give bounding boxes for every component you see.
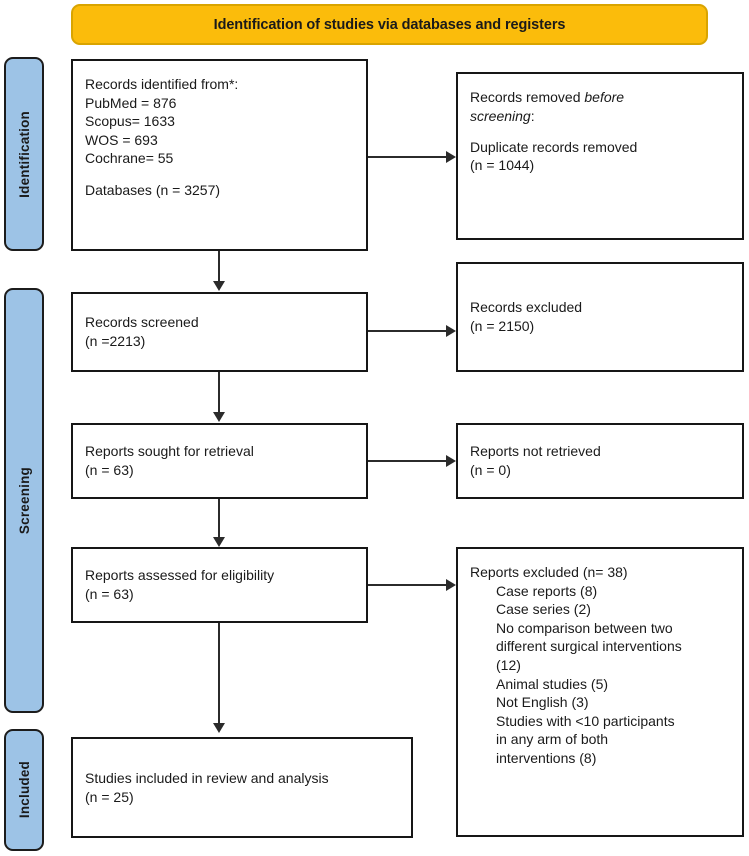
- arrowhead-screened-to-sought: [213, 412, 225, 422]
- reports-assessed-line-1: Reports assessed for eligibility: [85, 567, 275, 584]
- reports-excluded-reason-2: Case series (2): [496, 601, 591, 618]
- connector-sought-to-assessed: [218, 499, 220, 538]
- connector-screened-to-sought: [218, 372, 220, 414]
- records-identified-line-5: Cochrane= 55: [85, 150, 174, 167]
- box-reports-assessed: Reports assessed for eligibility (n = 63…: [71, 547, 368, 623]
- reports-sought-line-2: (n = 63): [85, 462, 134, 478]
- records-excluded-line-2: (n = 2150): [470, 318, 535, 334]
- phase-banner-label: Identification of studies via databases …: [213, 16, 566, 33]
- reports-assessed-line-2: (n = 63): [85, 586, 134, 602]
- records-removed-line-3: Duplicate records removed: [470, 138, 638, 155]
- stage-tab-included: Included: [4, 729, 44, 851]
- connector-assessed-to-included: [218, 623, 220, 725]
- box-records-identified: Records identified from*: PubMed = 876 S…: [71, 59, 368, 251]
- records-identified-line-3: Scopus= 1633: [85, 113, 175, 130]
- reports-sought-line-1: Reports sought for retrieval: [85, 443, 254, 460]
- records-identified-line-1: Records identified from*:: [85, 76, 239, 92]
- box-studies-included: Studies included in review and analysis …: [71, 737, 413, 838]
- arrowhead-assessed-to-excluded: [446, 579, 456, 591]
- arrowhead-sought-to-assessed: [213, 537, 225, 547]
- phase-banner: Identification of studies via databases …: [71, 4, 708, 45]
- connector-sought-to-not-retrieved: [368, 460, 446, 462]
- box-records-excluded: Records excluded (n = 2150): [456, 262, 744, 372]
- stage-tab-identification: Identification: [4, 57, 44, 251]
- records-removed-line-2: screening:: [470, 107, 730, 126]
- records-removed-text-normal: Records removed: [470, 89, 585, 105]
- reports-excluded-reason-8: Studies with <10 participants: [496, 712, 675, 729]
- reports-excluded-reason-4: different surgical interventions: [496, 638, 682, 655]
- arrowhead-screened-to-excluded: [446, 325, 456, 337]
- arrowhead-sought-to-not-retrieved: [446, 455, 456, 467]
- reports-excluded-reason-6: Animal studies (5): [496, 675, 609, 692]
- records-removed-line-4: (n = 1044): [470, 157, 535, 174]
- records-identified-line-7: Databases (n = 3257): [85, 181, 221, 198]
- stage-tab-screening: Screening: [4, 288, 44, 713]
- records-removed-text-italic: before: [584, 89, 625, 105]
- reports-not-retrieved-line-1: Reports not retrieved: [470, 443, 601, 460]
- stage-tab-identification-label: Identification: [16, 110, 32, 198]
- connector-assessed-to-excluded: [368, 584, 446, 586]
- studies-included-line-1: Studies included in review and analysis: [85, 769, 329, 786]
- arrowhead-identified-to-removed: [446, 151, 456, 163]
- connector-screened-to-excluded: [368, 330, 446, 332]
- reports-excluded-reason-10: interventions (8): [496, 750, 597, 767]
- stage-tab-included-label: Included: [16, 761, 32, 819]
- records-removed-colon: :: [530, 107, 535, 124]
- records-screened-line-1: Records screened: [85, 314, 199, 331]
- records-removed-line-1: Records removed before: [470, 88, 730, 107]
- records-identified-line-4: WOS = 693: [85, 131, 158, 148]
- box-reports-excluded: Reports excluded (n= 38) Case reports (8…: [456, 547, 744, 837]
- connector-identified-to-screened: [218, 251, 220, 283]
- records-excluded-line-1: Records excluded: [470, 299, 583, 316]
- stage-tab-screening-label: Screening: [16, 466, 32, 535]
- studies-included-line-2: (n = 25): [85, 788, 134, 805]
- reports-excluded-heading: Reports excluded (n= 38): [470, 564, 628, 580]
- records-identified-line-2: PubMed = 876: [85, 94, 177, 111]
- box-reports-not-retrieved: Reports not retrieved (n = 0): [456, 423, 744, 499]
- reports-excluded-reason-3: No comparison between two: [496, 619, 673, 636]
- records-removed-text-italic-2: screening: [470, 107, 531, 124]
- reports-not-retrieved-line-2: (n = 0): [470, 462, 511, 478]
- reports-excluded-reason-5: (12): [496, 657, 521, 674]
- records-identified-spacer: [85, 168, 354, 181]
- arrowhead-identified-to-screened: [213, 281, 225, 291]
- box-records-removed: Records removed before screening: Duplic…: [456, 72, 744, 240]
- box-reports-sought: Reports sought for retrieval (n = 63): [71, 423, 368, 499]
- box-records-screened: Records screened (n =2213): [71, 292, 368, 372]
- records-screened-line-2: (n =2213): [85, 333, 146, 349]
- reports-excluded-reason-9: in any arm of both: [496, 731, 609, 748]
- reports-excluded-reason-7: Not English (3): [496, 694, 589, 711]
- records-removed-spacer: [470, 125, 730, 138]
- reports-excluded-reason-1: Case reports (8): [496, 582, 598, 599]
- connector-identified-to-removed: [368, 156, 446, 158]
- arrowhead-assessed-to-included: [213, 723, 225, 733]
